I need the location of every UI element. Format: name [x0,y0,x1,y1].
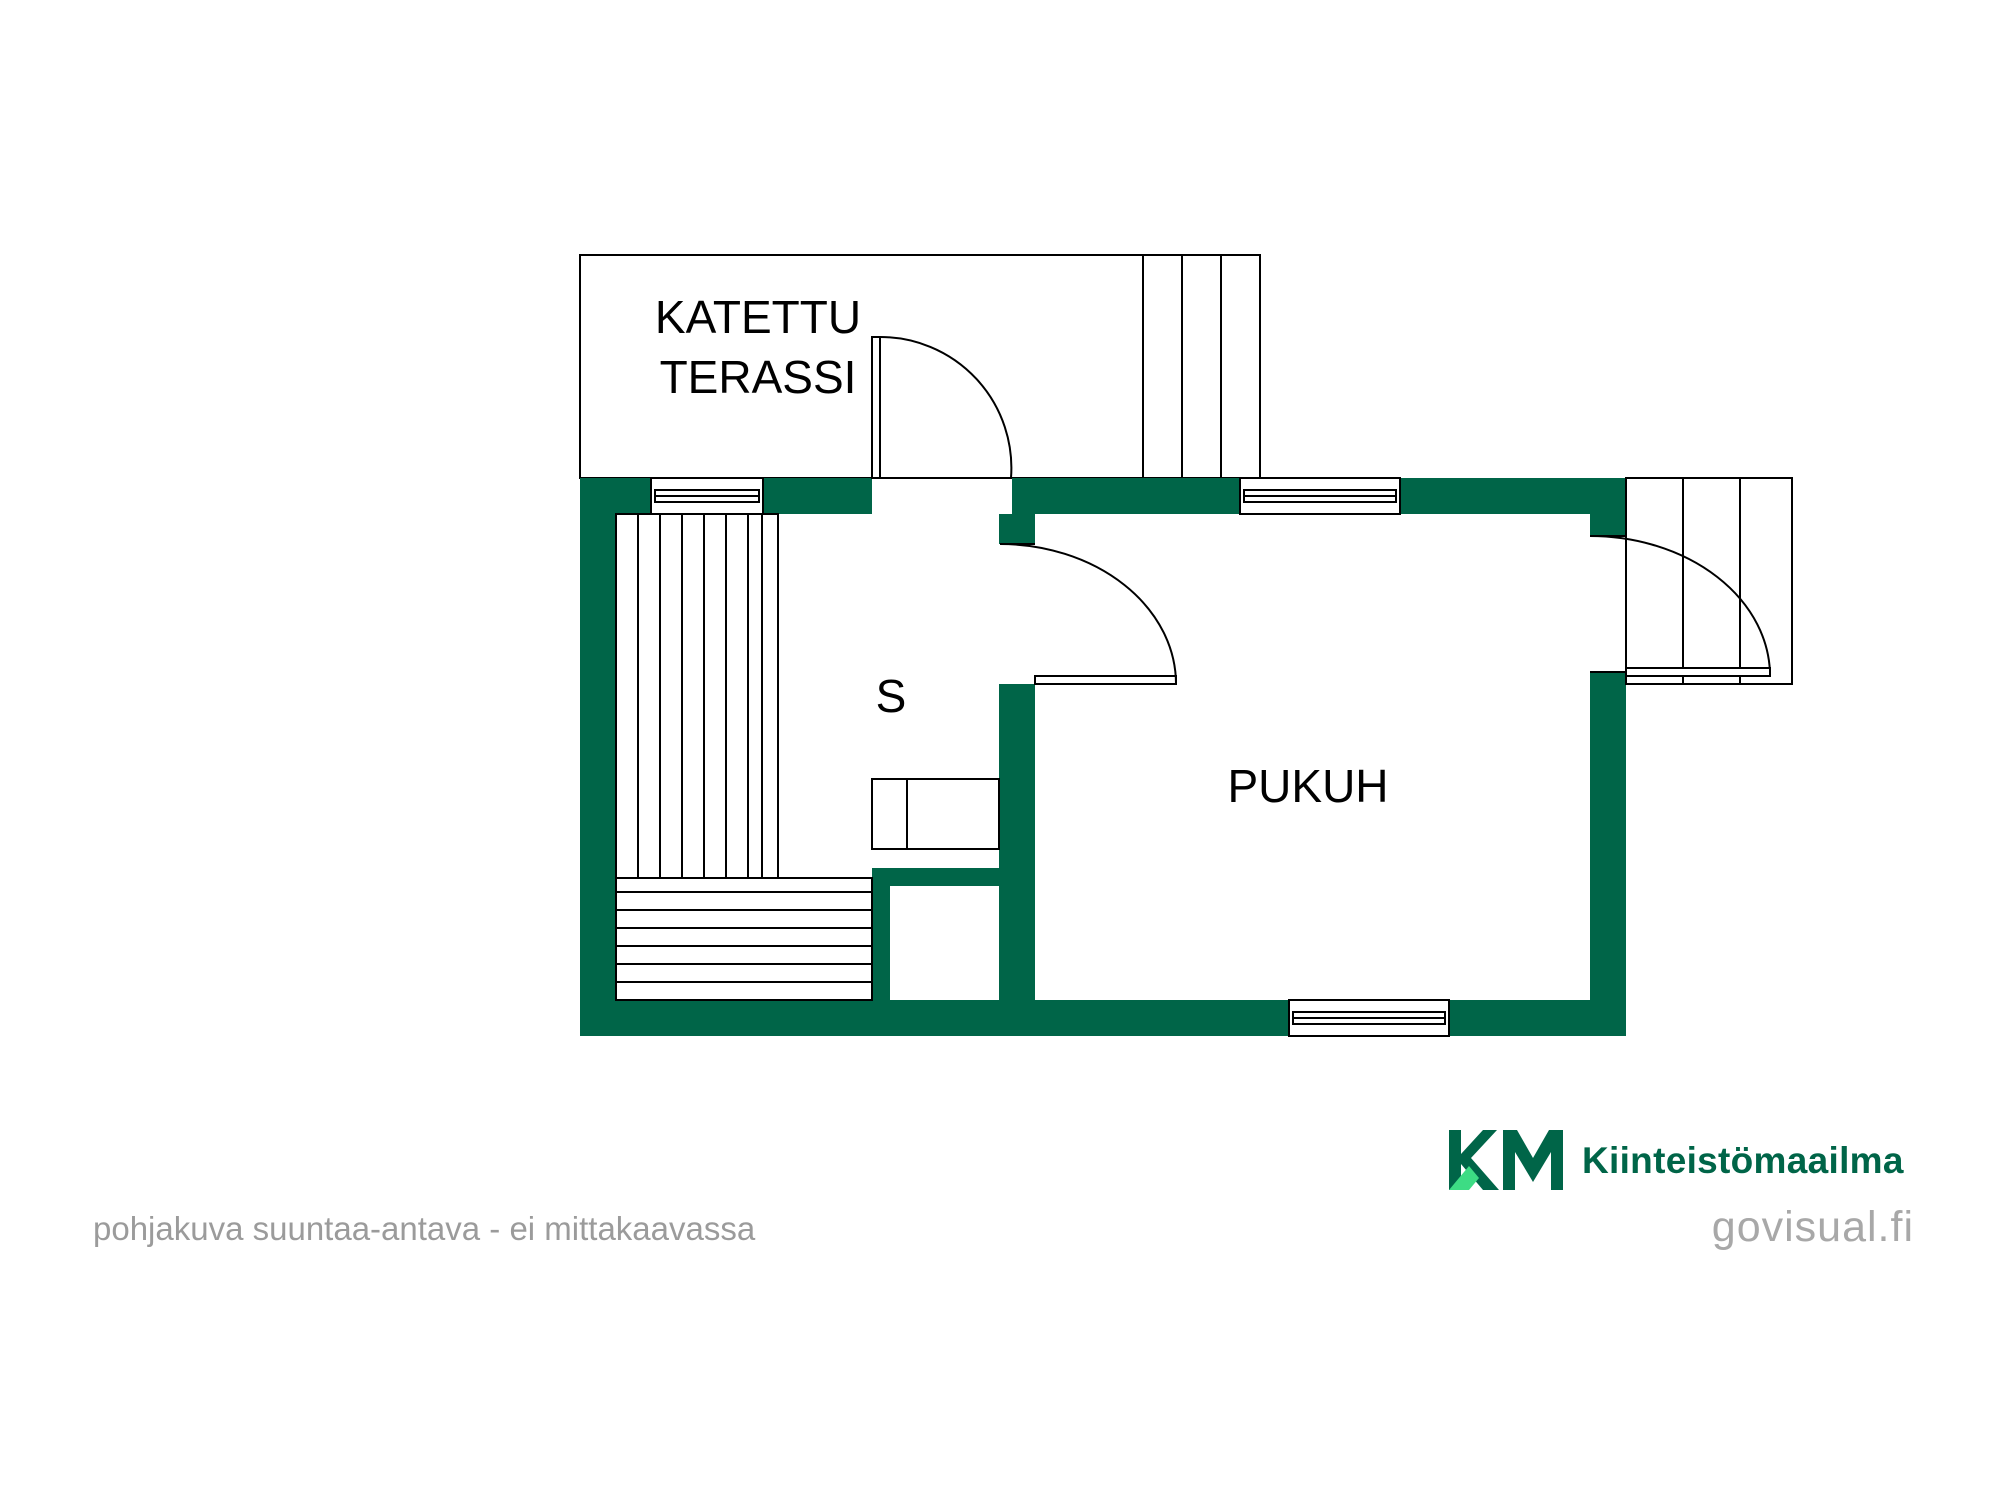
door-entry [871,335,1013,479]
disclaimer-text: pohjakuva suuntaa-antava - ei mittakaava… [93,1210,756,1247]
terrace-steps [1142,255,1222,478]
terrace-outline [579,254,1261,479]
room-label-terrace-1: KATETTU [655,291,861,343]
door-exterior [1589,477,1793,685]
km-logo-icon [1449,1130,1563,1190]
walls [580,478,1626,1036]
door-sauna [999,543,1177,685]
sauna-bench-upper [615,513,779,879]
sauna-stove [871,778,1000,850]
room-label-dressing: PUKUH [1227,760,1388,812]
sauna-bench-lower [615,877,873,1001]
room-label-terrace-2: TERASSI [660,351,857,403]
room-label-sauna: S [876,670,907,722]
credit-text: govisual.fi [1711,1203,1914,1251]
brand-block: Kiinteistömaailma KM [1445,1128,1915,1198]
brand-name: Kiinteistömaailma [1582,1140,1904,1181]
